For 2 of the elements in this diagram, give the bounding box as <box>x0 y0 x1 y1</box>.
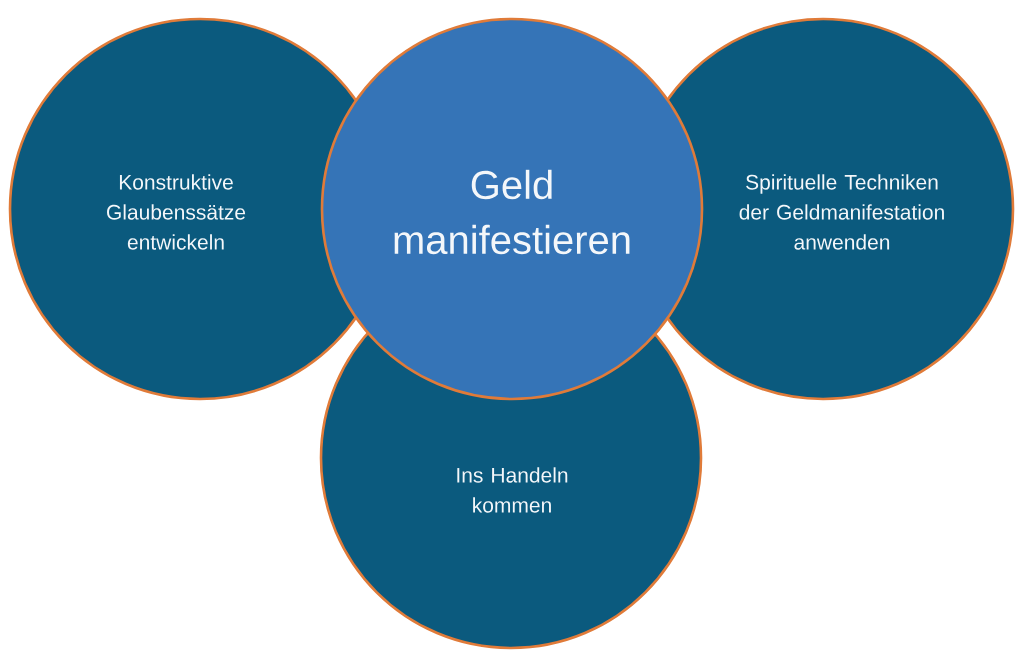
circle-node: Konstruktive Glaubenssätze entwickeln <box>8 17 392 401</box>
circle-node: Geld manifestieren <box>320 17 704 401</box>
